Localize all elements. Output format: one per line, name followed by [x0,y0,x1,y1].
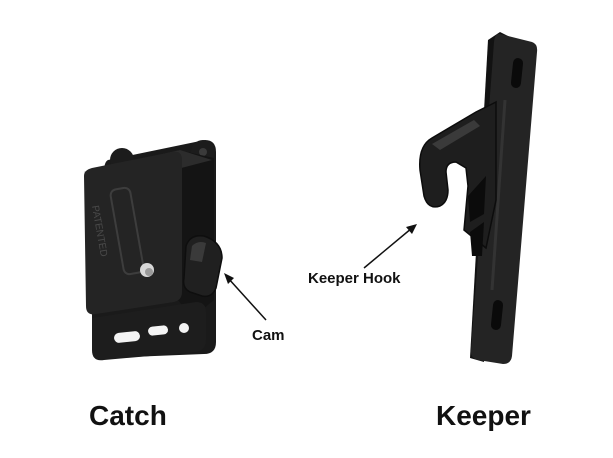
cam-callout-arrow [224,273,267,321]
keeper-part [419,32,538,365]
keeper-hook-opening-upper [468,176,486,222]
keeper-slot-top [510,58,524,88]
catch-screw-hole [179,323,189,333]
catch-screw-slot-left [114,331,140,343]
catch-plate-hole-right [199,148,207,156]
cam-callout-label: Cam [252,327,285,344]
keeper-slot-bottom [490,300,504,330]
catch-rivet-shade [145,268,153,276]
catch-screw-slot-center [148,325,169,336]
keeper-caption: Keeper [436,400,531,431]
catch-caption: Catch [89,400,167,431]
keeper-bar-front [470,33,538,365]
keeper-hook-opening-lower [470,222,484,256]
keeper-hook-callout-arrow [363,224,417,269]
catch-housing-front [84,151,182,315]
catch-cam-highlight [190,242,206,262]
keeper-hook-highlight [432,120,480,150]
catch-emboss-badge [109,186,145,276]
keeper-bar-rib [490,99,507,291]
keeper-hook [419,100,497,250]
catch-part: PATENTED [84,140,223,361]
keeper-hook-callout-label: Keeper Hook [308,270,401,287]
